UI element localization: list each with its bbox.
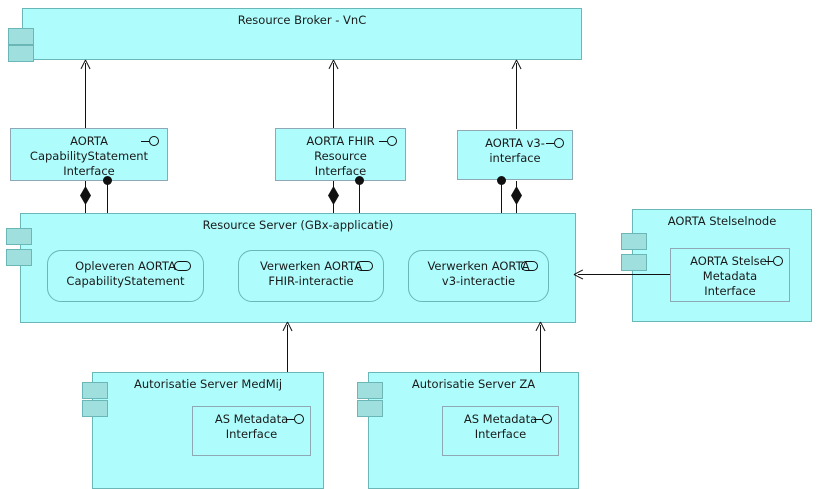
composition-diamond-capability (80, 186, 91, 205)
function-verwerken-aorta-v3-interactie[interactable]: Verwerken AORTA v3-interactie (408, 250, 549, 302)
provided-interface-lollipop-icon (546, 138, 566, 149)
component-resource-broker-title: Resource Broker - VnC (237, 13, 367, 27)
connector-source-dot-capability (103, 176, 112, 185)
connector-stelsel-to-resource-server (578, 274, 670, 276)
composition-diamond-fhir (328, 186, 339, 205)
arrowhead-stelsel-to-resource-server (574, 269, 583, 280)
component-autorisatie-server-za-title: Autorisatie Server ZA (411, 377, 536, 391)
composition-diamond-v3 (511, 186, 522, 205)
connector-capability-to-broker (85, 63, 87, 129)
component-icon-tab-bottom (8, 45, 34, 62)
provided-interface-lollipop-icon (765, 256, 785, 267)
application-function-icon (356, 261, 373, 271)
interface-as-metadata-medmij[interactable]: AS Metadata Interface (192, 406, 311, 456)
component-icon-tab-top (82, 382, 108, 399)
application-function-icon (174, 261, 191, 271)
component-icon-tab-top (357, 382, 383, 399)
interface-aorta-fhir-resource[interactable]: AORTA FHIR Resource Interface (275, 128, 406, 181)
connector-as-za-to-resource-server (540, 325, 542, 415)
provided-interface-lollipop-icon (141, 136, 161, 147)
provided-interface-lollipop-icon (379, 136, 399, 147)
component-aorta-stelselnode-title: AORTA Stelselnode (667, 214, 777, 228)
component-icon-tab-bottom (357, 400, 383, 417)
connector-source-dot-v3 (497, 176, 506, 185)
component-icon-tab-top (6, 228, 32, 245)
provided-interface-lollipop-icon (286, 414, 306, 425)
arrowhead-capability-to-broker (80, 60, 91, 69)
interface-aorta-stelsel-metadata-label: AORTA Stelsel Metadata Interface (690, 254, 770, 298)
connector-source-dot-fhir (355, 176, 364, 185)
interface-aorta-stelsel-metadata[interactable]: AORTA Stelsel Metadata Interface (670, 248, 790, 302)
interface-aorta-v3-label: AORTA v3- interface (485, 136, 545, 165)
connector-fhir-to-broker (333, 63, 335, 129)
provided-interface-lollipop-icon (534, 414, 554, 425)
interface-as-metadata-medmij-label: AS Metadata Interface (214, 412, 289, 441)
connector-v3-to-broker (516, 63, 518, 129)
interface-as-metadata-za-label: AS Metadata Interface (463, 412, 538, 441)
arrowhead-v3-to-broker (511, 60, 522, 69)
connector-as-medmij-to-resource-server (287, 325, 289, 415)
component-icon-tab-top (8, 28, 34, 45)
arrowhead-as-medmij-to-resource-server (282, 322, 293, 331)
function-verwerken-aorta-v3-interactie-label: Verwerken AORTA v3-interactie (427, 259, 530, 288)
arrowhead-as-za-to-resource-server (535, 322, 546, 331)
function-verwerken-aorta-fhir-interactie-label: Verwerken AORTA FHIR-interactie (259, 259, 363, 288)
interface-aorta-v3[interactable]: AORTA v3- interface (457, 130, 573, 180)
component-icon-tab-bottom (82, 400, 108, 417)
component-icon-tab-bottom (621, 254, 647, 271)
interface-aorta-capabilitystatement[interactable]: AORTA CapabilityStatement Interface (10, 128, 168, 181)
component-icon-tab-bottom (6, 249, 32, 266)
function-verwerken-aorta-fhir-interactie[interactable]: Verwerken AORTA FHIR-interactie (238, 250, 384, 302)
component-icon-tab-top (621, 233, 647, 250)
interface-as-metadata-za[interactable]: AS Metadata Interface (442, 406, 559, 456)
application-function-icon (521, 261, 538, 271)
function-opleveren-aorta-capabilitystatement[interactable]: Opleveren AORTA CapabilityStatement (47, 250, 204, 302)
component-resource-broker[interactable]: Resource Broker - VnC (22, 8, 582, 60)
arrowhead-fhir-to-broker (328, 60, 339, 69)
function-opleveren-aorta-capabilitystatement-label: Opleveren AORTA CapabilityStatement (66, 259, 185, 288)
interface-aorta-fhir-resource-label: AORTA FHIR Resource Interface (306, 134, 375, 178)
interface-aorta-capabilitystatement-label: AORTA CapabilityStatement Interface (29, 134, 149, 178)
component-resource-server-title: Resource Server (GBx-applicatie) (202, 218, 394, 232)
component-autorisatie-server-medmij-title: Autorisatie Server MedMij (133, 377, 283, 391)
